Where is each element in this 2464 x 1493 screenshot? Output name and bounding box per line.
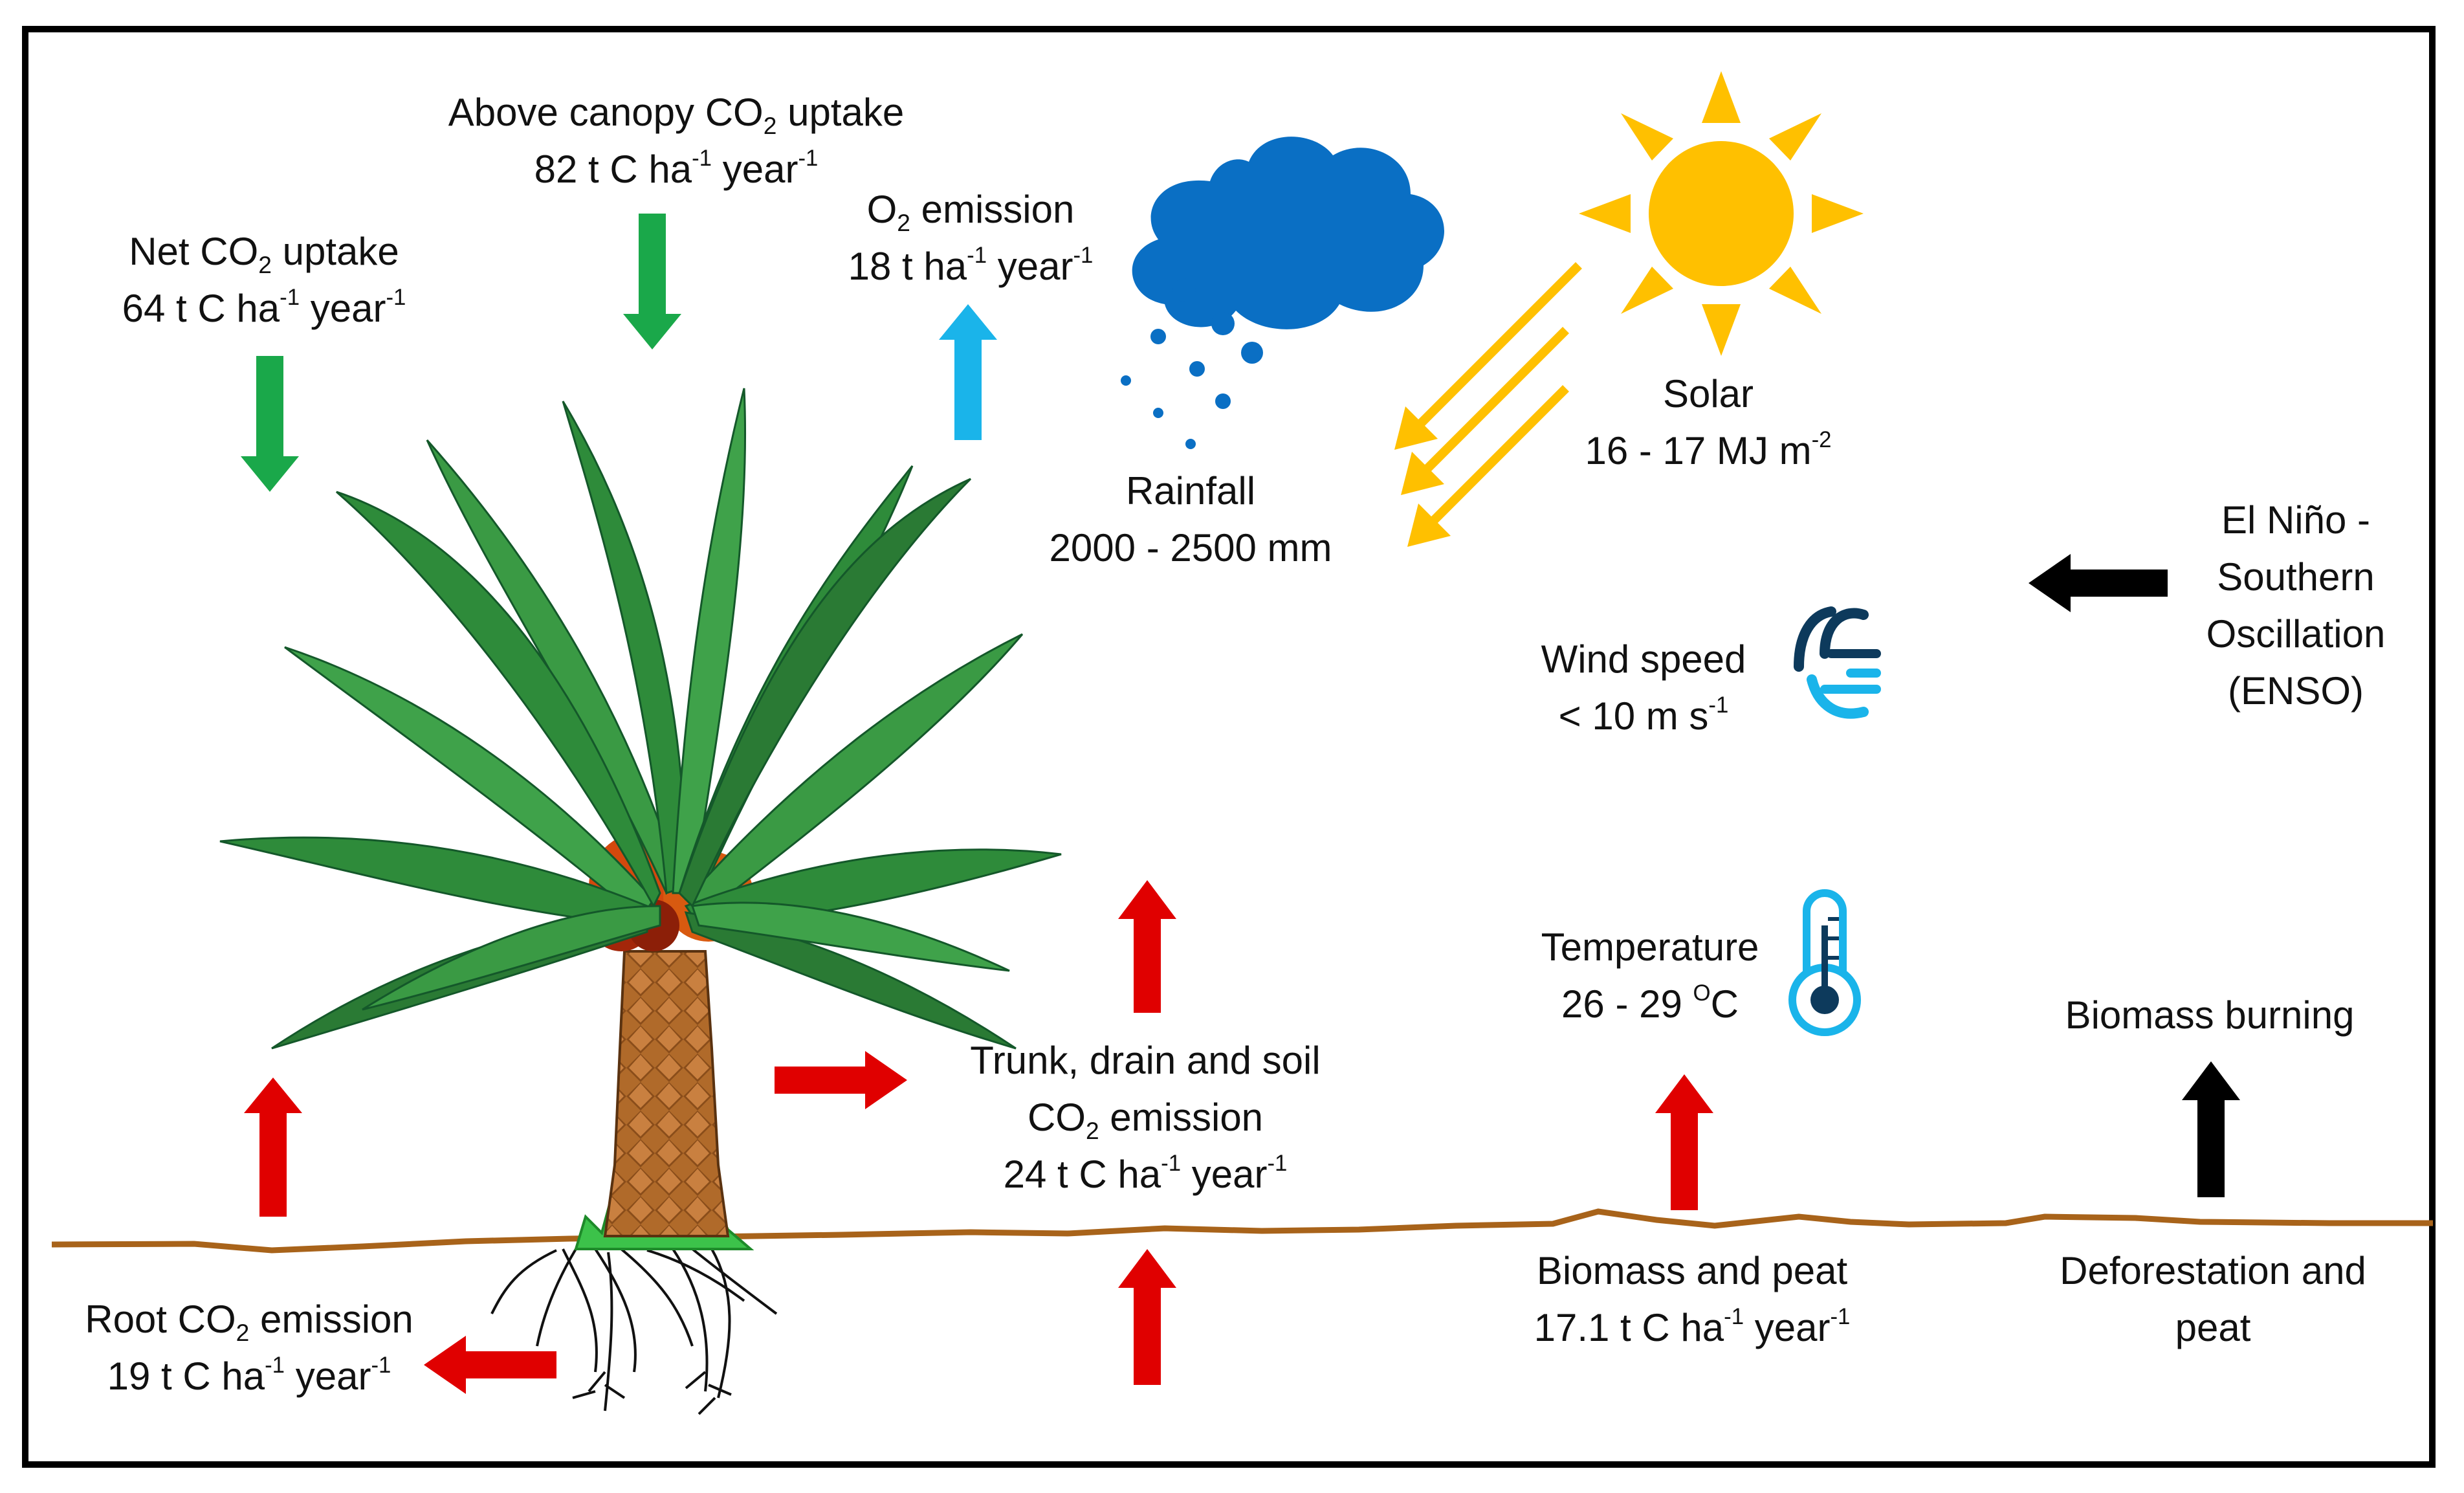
o2-emission-label: O2 emission 18 t ha-1 year-1 — [848, 188, 1094, 288]
net-co2-uptake-arrow — [241, 356, 299, 492]
biomass-burning-arrow — [2182, 1061, 2240, 1197]
wind-icon — [1794, 606, 1881, 719]
thermometer-icon — [1788, 889, 1861, 1036]
upward-emission-arrow-top — [1118, 880, 1176, 1013]
rainfall-label: Rainfall 2000 - 2500 mm — [1049, 469, 1332, 570]
palm-fronds — [219, 388, 1062, 1050]
o2-emission-arrow — [939, 304, 997, 440]
biomass-peat-emission-arrow — [1655, 1074, 1713, 1210]
palm-roots — [490, 1248, 778, 1415]
enso-arrow — [2029, 554, 2168, 612]
temperature-label: Temperature 26 - 29 OC — [1541, 925, 1759, 1026]
rain-cloud-icon — [1121, 137, 1445, 449]
enso-label: El Niño - Southern Oscillation (ENSO) — [2206, 498, 2386, 713]
net-co2-uptake-label: Net CO2 uptake 64 t C ha-1 year-1 — [122, 230, 406, 330]
canopy-co2-uptake-arrow — [623, 214, 681, 349]
root-co2-emission-arrow — [424, 1336, 556, 1394]
sun-icon — [1579, 71, 1864, 356]
biomass-burning-label: Biomass burning — [2065, 993, 2355, 1037]
root-co2-emission-label: Root CO2 emission 19 t C ha-1 year-1 — [85, 1298, 413, 1398]
above-canopy-co2-uptake-label: Above canopy CO2 uptake 82 t C ha-1 year… — [448, 91, 905, 191]
wind-speed-label: Wind speed < 10 m s-1 — [1541, 637, 1746, 738]
diagram-frame — [22, 26, 2436, 1468]
root-upward-arrow — [244, 1078, 302, 1217]
deforestation-and-peat-label: Deforestation and peat — [2060, 1249, 2366, 1349]
trunk-co2-emission-arrow — [775, 1051, 907, 1109]
trunk-drain-soil-co2-label: Trunk, drain and soil CO2 emission 24 t … — [970, 1039, 1321, 1196]
palm-trunk — [603, 950, 730, 1237]
soil-emission-arrow — [1118, 1249, 1176, 1385]
biomass-and-peat-label: Biomass and peat 17.1 t C ha-1 year-1 — [1534, 1249, 1851, 1349]
solar-ray-arrows — [1394, 262, 1582, 547]
solar-label: Solar 16 - 17 MJ m-2 — [1585, 372, 1832, 472]
ground-line — [51, 1208, 2433, 1254]
